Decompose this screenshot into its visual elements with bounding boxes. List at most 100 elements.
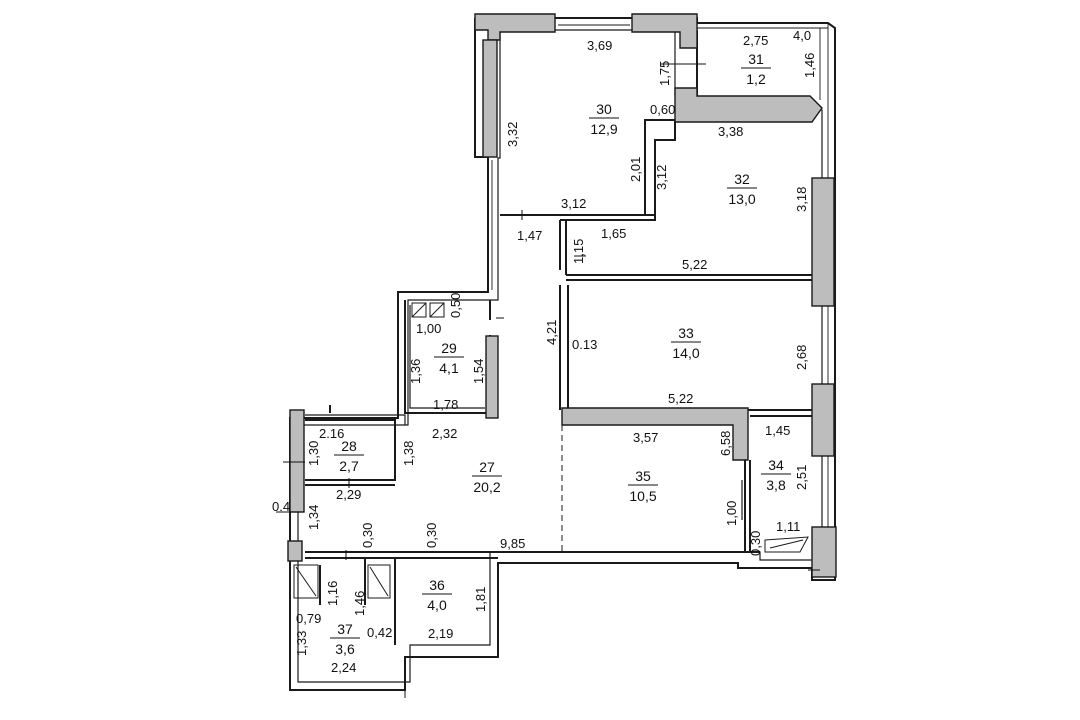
- shower-fixture-37: [367, 564, 391, 599]
- outer-wall-outline: [289, 17, 836, 691]
- dim-label: 2,01: [628, 157, 643, 182]
- vent-shaft-1: [411, 302, 427, 318]
- dim-label: 2,68: [794, 345, 809, 370]
- room-label-28: 282,7: [334, 438, 364, 474]
- dim-label: 1,81: [473, 587, 488, 612]
- room-area: 20,2: [473, 479, 500, 495]
- room-area: 12,9: [590, 121, 617, 137]
- dim-label: 1,36: [408, 359, 423, 384]
- room-number: 37: [337, 621, 353, 637]
- dim-label: 2,75: [743, 33, 768, 48]
- room-area: 10,5: [629, 488, 656, 504]
- dim-label: 0,50: [448, 293, 463, 318]
- wall-28-b: [305, 414, 406, 425]
- room-label-37: 373,6: [330, 621, 360, 657]
- dim-label: 1,78: [433, 397, 458, 412]
- dim-label: 1,54: [471, 359, 486, 384]
- dim-label: 1,46: [352, 591, 367, 616]
- room-label-30: 30 12,9: [589, 101, 619, 137]
- wall-32-west: [645, 120, 676, 216]
- dim-label: 3,38: [718, 124, 743, 139]
- dim-label: 0,30: [748, 531, 763, 556]
- dim-label: 1,75: [657, 61, 672, 86]
- dim-label: 1,16: [325, 581, 340, 606]
- dim-label: 1,30: [306, 441, 321, 466]
- room-number: 29: [441, 340, 457, 356]
- dim-label: 0,30: [360, 523, 375, 548]
- room-area: 1,2: [746, 71, 766, 87]
- room-area: 2,7: [339, 458, 359, 474]
- dimension-ticks: [276, 63, 820, 698]
- dim-label: 3,12: [654, 165, 669, 190]
- dim-label: 1,47: [517, 228, 542, 243]
- room-number: 27: [479, 459, 495, 475]
- room-number: 33: [678, 325, 694, 341]
- dim-label: 6,58: [718, 431, 733, 456]
- dim-label: 1,38: [401, 441, 416, 466]
- balcony-fixture-34: [764, 536, 809, 553]
- bath-fixture-37: [293, 564, 319, 599]
- dim-label: 0,42: [367, 625, 392, 640]
- room-number: 32: [734, 171, 750, 187]
- dim-label: 4,21: [544, 320, 559, 345]
- room-label-32: 32 13,0: [727, 171, 757, 207]
- room-number: 36: [429, 577, 445, 593]
- room-area: 4,0: [427, 597, 447, 613]
- dim-label: 0,79: [296, 611, 321, 626]
- dim-label: 2.16: [319, 426, 344, 441]
- dim-label: 0,60: [650, 102, 675, 117]
- dim-label: 2,29: [336, 487, 361, 502]
- dim-label: 1,00: [724, 501, 739, 526]
- dim-label: 3,12: [561, 196, 586, 211]
- room-label-27: 27 20,2: [472, 459, 502, 495]
- room-label-34: 343,8: [761, 457, 791, 493]
- room-area: 3,8: [766, 477, 786, 493]
- dim-label: 1,34: [306, 505, 321, 530]
- dim-label: 1,15: [571, 239, 586, 264]
- room-label-35: 35 10,5: [628, 468, 658, 504]
- wall-30-south: [500, 119, 675, 216]
- room-number: 34: [768, 457, 784, 473]
- dim-label: 3,69: [587, 38, 612, 53]
- wall-32-north-corner: [560, 215, 656, 221]
- wall-28: [305, 419, 396, 481]
- dim-label: 4,0: [793, 28, 811, 43]
- room-label-31: 311,2: [741, 51, 771, 87]
- dim-label: 1,33: [294, 631, 309, 656]
- room-label-36: 364,0: [422, 577, 452, 613]
- room-area: 3,6: [335, 641, 355, 657]
- room-number: 28: [341, 438, 357, 454]
- fixtures: [293, 302, 809, 599]
- dim-label: 2,51: [794, 465, 809, 490]
- dim-label: 1,65: [601, 226, 626, 241]
- room-area: 13,0: [728, 191, 755, 207]
- room-label-33: 33 14,0: [671, 325, 701, 361]
- dim-label: 3,57: [633, 430, 658, 445]
- room-number: 31: [748, 51, 764, 67]
- dim-label: 1,45: [765, 423, 790, 438]
- room-area: 14,0: [672, 345, 699, 361]
- vent-shaft-2: [429, 302, 445, 318]
- room-number: 30: [596, 101, 612, 117]
- dim-label: 5,22: [682, 257, 707, 272]
- dim-label: 2,32: [432, 426, 457, 441]
- dim-label: 2,19: [428, 626, 453, 641]
- room-label-29: 294,1: [434, 340, 464, 376]
- room-number: 35: [635, 468, 651, 484]
- dim-label: 3,18: [794, 187, 809, 212]
- dim-label: 2,24: [331, 660, 356, 675]
- room-labels: 3012,9311,23213,03314,03510,5343,8294,12…: [330, 51, 791, 657]
- dimension-labels: 3,69 2,75 4,0 1,46 1,75 0,60 3,38 3,32 2…: [272, 28, 817, 675]
- dim-label: 0,30: [424, 523, 439, 548]
- dim-label: 1,11: [776, 519, 800, 534]
- dim-label: 5,22: [668, 391, 693, 406]
- dim-label: 1,00: [416, 321, 441, 336]
- room-area: 4,1: [439, 360, 459, 376]
- dim-label: 3,32: [505, 122, 520, 147]
- piers: [287, 13, 837, 578]
- dim-label: 1,46: [802, 53, 817, 78]
- dim-label: 0.13: [572, 337, 597, 352]
- dim-label: 0.4: [272, 499, 290, 514]
- wall-29-inner: [409, 305, 485, 409]
